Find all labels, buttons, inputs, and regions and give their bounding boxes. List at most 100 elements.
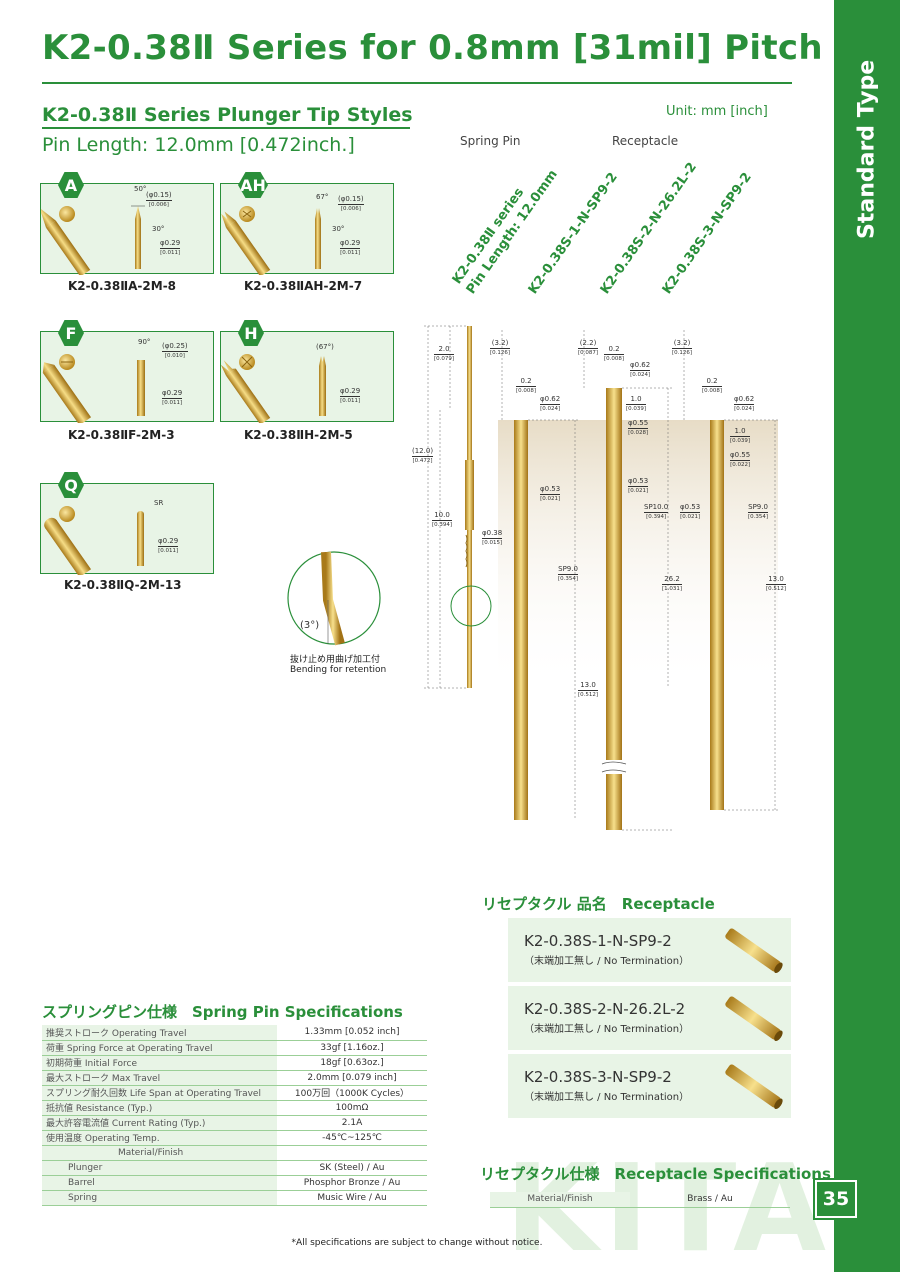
material-label: Spring	[42, 1190, 277, 1206]
tip-code-f: K2-0.38ⅡF-2M-3	[68, 428, 175, 442]
bend-note-jp: 抜け止め用曲げ加工付	[290, 655, 381, 665]
spec-value: 2.0mm [0.079 inch]	[277, 1070, 427, 1086]
bend-detail-circle	[287, 551, 381, 646]
material-value: Brass / Au	[630, 1192, 790, 1208]
dim-rec2-head-dia: φ0.62[0.024]	[630, 361, 651, 378]
tip-a-tip-dia: (φ0.15)[0.006]	[146, 191, 172, 208]
tip-h-illustration	[220, 354, 326, 425]
spec-label: 使用温度 Operating Temp.	[42, 1130, 277, 1146]
tip-ah-dia: φ0.29[0.011]	[340, 239, 361, 256]
bend-angle: (3°)	[300, 620, 320, 631]
receptacle-card-2: K2-0.38S-2-N-26.2L-2 （末端加工無し / No Termin…	[508, 986, 791, 1050]
tip-ah-sub-angle: 30°	[332, 225, 345, 233]
dim-rec3-length: 13.0[0.512]	[766, 575, 787, 592]
spring-spec-heading: スプリングピン仕様 Spring Pin Specifications	[42, 1003, 403, 1021]
dim-rec1-protrusion: (3.2)[0.126]	[490, 339, 511, 356]
page-title: K2-0.38Ⅱ Series for 0.8mm [31mil] Pitch	[42, 28, 823, 68]
table-row: 使用温度 Operating Temp.-45℃~125℃	[42, 1130, 427, 1146]
tip-ah-angle: 67°	[316, 193, 329, 201]
dim-rec2-neck-dia: φ0.55[0.028]	[628, 419, 649, 436]
spec-label: 荷重 Spring Force at Operating Travel	[42, 1040, 277, 1056]
dim-barrel-dia: φ0.38[0.015]	[482, 529, 503, 546]
spec-label: 最大許容電流値 Current Rating (Typ.)	[42, 1115, 277, 1131]
tip-code-ah: K2-0.38ⅡAH-2M-7	[244, 279, 363, 293]
receptacle-spec-table: Material/Finish Brass / Au	[490, 1192, 790, 1208]
dim-rec1-wall: 0.2[0.008]	[516, 377, 537, 394]
tip-a-dia: φ0.29[0.011]	[160, 239, 181, 256]
dim-rec3-head-dia: φ0.62[0.024]	[734, 395, 755, 412]
tip-f-illustration	[42, 354, 145, 426]
technical-drawing	[424, 325, 780, 831]
tip-q-dia: φ0.29[0.011]	[158, 537, 179, 554]
tip-card-f	[40, 331, 214, 426]
dim-rec2-head-length: 1.0[0.039]	[626, 395, 647, 412]
dim-rec1-length: 13.0[0.512]	[578, 681, 599, 698]
receptacle-2	[606, 388, 622, 830]
receptacle-card-1: K2-0.38S-1-N-SP9-2 （末端加工無し / No Terminat…	[508, 918, 791, 982]
tip-q-illustration	[44, 506, 144, 578]
dim-rec1-head-dia: φ0.62[0.024]	[540, 395, 561, 412]
material-header: Material/Finish	[42, 1145, 277, 1161]
tip-badge-h: H	[238, 320, 264, 346]
dim-rec3-wall: 0.2[0.008]	[702, 377, 723, 394]
unit-label: Unit: mm [inch]	[666, 104, 768, 119]
material-value: SK (Steel) / Au	[277, 1160, 427, 1176]
receptacle-name: K2-0.38S-2-N-26.2L-2	[524, 1000, 686, 1018]
tip-f-dia: φ0.29[0.011]	[162, 389, 183, 406]
tip-a-angle: 50°	[134, 185, 147, 193]
receptacle-3	[710, 420, 724, 810]
receptacle-heading: リセプタクル 品名 Receptacle	[482, 895, 715, 913]
receptacle-name: K2-0.38S-1-N-SP9-2	[524, 932, 672, 950]
tips-rule	[42, 127, 410, 129]
material-label: Material/Finish	[490, 1192, 630, 1208]
tip-card-ah	[220, 183, 394, 277]
page-number: 35	[813, 1178, 859, 1220]
dim-rec3-sp: SP9.0[0.354]	[748, 503, 769, 520]
spec-value-empty	[277, 1145, 427, 1161]
tip-ah-tip-dia: (φ0.15)[0.006]	[338, 195, 364, 212]
spec-value: 33gf [1.16oz.]	[277, 1040, 427, 1056]
dim-rec3-neck-dia: φ0.55[0.022]	[730, 451, 751, 468]
dim-rec3-protrusion: (3.2)[0.126]	[672, 339, 693, 356]
dim-rec1-body-dia: φ0.53[0.021]	[540, 485, 561, 502]
dim-rec2-length: 26.2[1.031]	[662, 575, 683, 592]
spec-label: 推奨ストローク Operating Travel	[42, 1025, 277, 1041]
table-row: 抵抗値 Resistance (Typ.)100mΩ	[42, 1100, 427, 1116]
receptacle-note: （末端加工無し / No Termination）	[524, 1092, 690, 1103]
tip-f-angle: 90°	[138, 338, 151, 346]
dim-travel: 2.0[0.079]	[434, 345, 455, 362]
tip-code-q: K2-0.38ⅡQ-2M-13	[64, 578, 182, 592]
receptacle-note: （末端加工無し / No Termination）	[524, 1024, 690, 1035]
board-shading	[498, 420, 778, 690]
tip-card-a	[39, 183, 214, 277]
bend-note-en: Bending for retention	[290, 665, 387, 675]
bend-detail-marker	[450, 585, 492, 627]
spec-label: 最大ストローク Max Travel	[42, 1070, 277, 1086]
spec-value: 100万回（1000K Cycles）	[277, 1085, 427, 1101]
tip-h-dia: φ0.29[0.011]	[340, 387, 361, 404]
receptacle-spec-heading: リセプタクル仕様 Receptacle Specifications	[480, 1165, 831, 1183]
receptacle-card-3: K2-0.38S-3-N-SP9-2 （末端加工無し / No Terminat…	[508, 1054, 791, 1118]
spec-label: スプリング耐久回数 Life Span at Operating Travel	[42, 1085, 277, 1101]
dim-body-length: 10.0[0.394]	[432, 511, 453, 528]
side-label: Standard Type	[854, 59, 880, 239]
tip-h-angle: (67°)	[316, 343, 334, 351]
tip-card-h	[220, 331, 394, 425]
dim-rec1-sp: SP9.0[0.354]	[558, 565, 579, 582]
dim-overall-length: (12.0)[0.472]	[412, 447, 434, 464]
tip-q-sr: SR	[154, 499, 164, 507]
tip-ah-illustration	[221, 206, 321, 277]
tip-card-q	[40, 483, 214, 578]
spec-value: -45℃~125℃	[277, 1130, 427, 1146]
column-label-spring-pin: Spring Pin	[460, 134, 521, 148]
receptacle-photo-2	[725, 996, 783, 1041]
tip-badge-f: F	[58, 320, 84, 346]
dim-rec2-protrusion: (2.2)[0.087]	[578, 339, 599, 356]
receptacle-name: K2-0.38S-3-N-SP9-2	[524, 1068, 672, 1086]
material-label: Barrel	[42, 1175, 277, 1191]
